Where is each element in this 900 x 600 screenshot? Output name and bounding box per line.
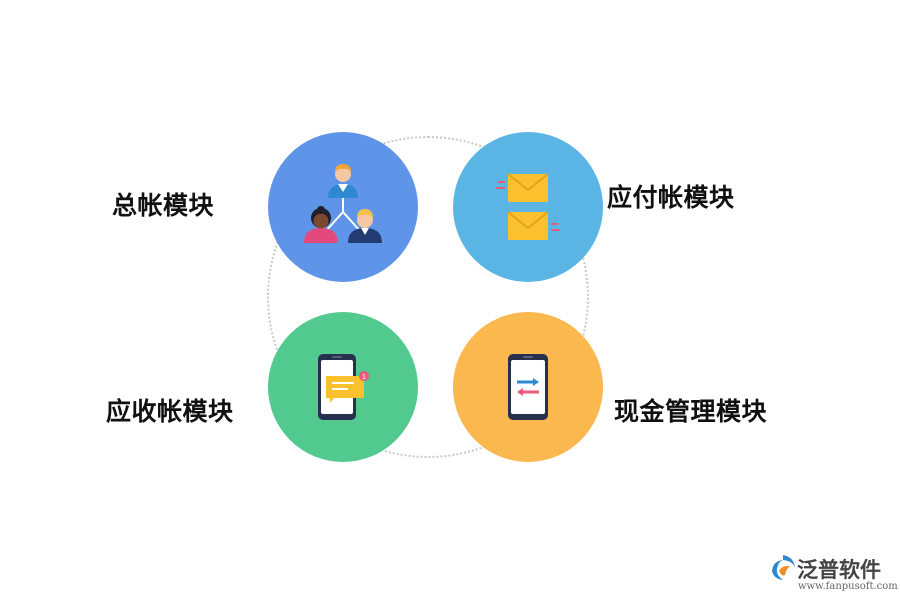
connector-ring xyxy=(267,136,589,458)
module-cash-management xyxy=(453,312,603,462)
module-label-accounts-payable: 应付帐模块 xyxy=(607,183,735,212)
org-people-icon xyxy=(268,132,418,282)
brand-logo: 泛普软件 www.fanpusoft.com xyxy=(768,553,898,597)
module-label-accounts-receivable: 应收帐模块 xyxy=(106,397,234,426)
svg-text:1: 1 xyxy=(362,373,366,381)
module-label-general-ledger: 总帐模块 xyxy=(112,191,215,220)
envelopes-icon xyxy=(453,132,603,282)
module-accounts-receivable: 1 xyxy=(268,312,418,462)
brand-url: www.fanpusoft.com xyxy=(798,581,898,592)
module-general-ledger xyxy=(268,132,418,282)
phone-message-icon: 1 xyxy=(268,312,418,462)
brand-mark-icon xyxy=(772,555,795,580)
brand-name: 泛普软件 xyxy=(797,558,881,582)
module-accounts-payable xyxy=(453,132,603,282)
phone-transfer-icon xyxy=(453,312,603,462)
module-label-cash-management: 现金管理模块 xyxy=(614,397,768,426)
